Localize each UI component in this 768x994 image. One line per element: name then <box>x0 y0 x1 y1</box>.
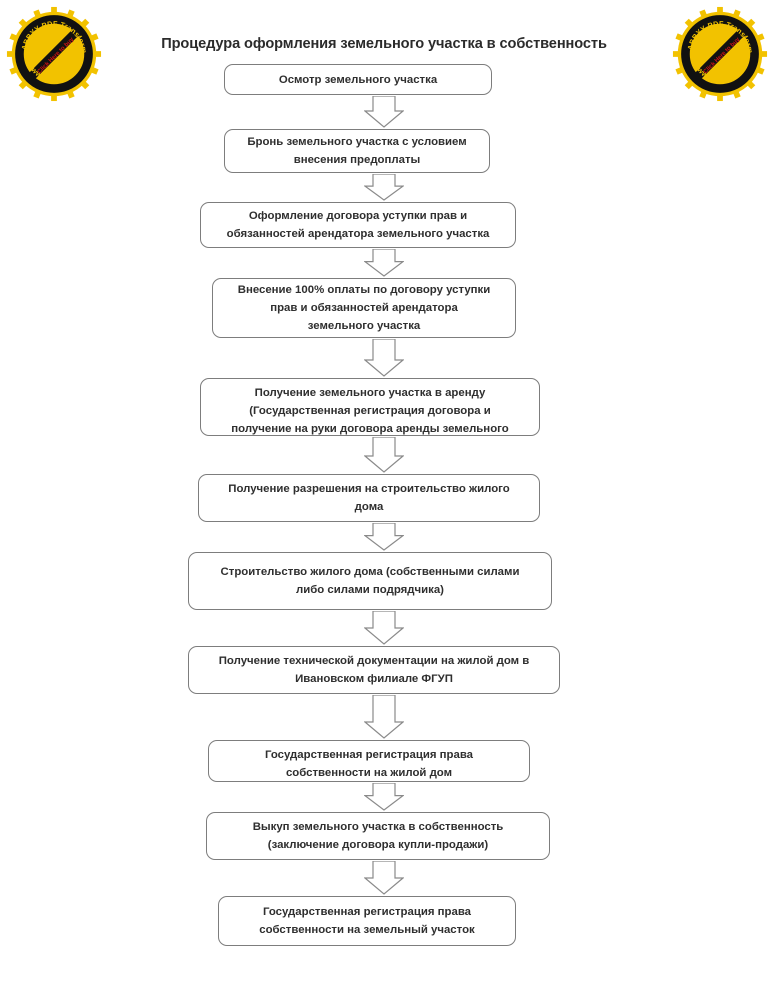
flow-node-label: Государственная регистрация права собств… <box>259 906 475 936</box>
flow-node-6: Получение разрешения на строительство жи… <box>198 474 540 522</box>
flow-node-11: Государственная регистрация права собств… <box>218 896 516 946</box>
flow-node-3: Оформление договора уступки прав и обяза… <box>200 202 516 248</box>
flow-node-2: Бронь земельного участка с условием внес… <box>224 129 490 173</box>
flow-arrow-6 <box>364 523 404 551</box>
page-title: Процедура оформления земельного участка … <box>161 36 607 52</box>
flow-node-label: Строительство жилого дома (собственными … <box>220 566 520 596</box>
flow-arrow-4 <box>364 339 404 377</box>
flow-node-label: Бронь земельного участка с условием внес… <box>247 136 467 166</box>
flow-node-label: Внесение 100% оплаты по договору уступки… <box>237 284 491 332</box>
flow-arrow-1 <box>364 96 404 128</box>
flow-node-9: Государственная регистрация права собств… <box>208 740 530 782</box>
flow-node-label: Получение разрешения на строительство жи… <box>228 483 510 513</box>
flow-node-8: Получение технической документации на жи… <box>188 646 560 694</box>
flow-node-4: Внесение 100% оплаты по договору уступки… <box>212 278 516 338</box>
flow-node-1: Осмотр земельного участка <box>224 64 492 95</box>
flow-node-7: Строительство жилого дома (собственными … <box>188 552 552 610</box>
flow-node-label: Осмотр земельного участка <box>278 73 438 86</box>
flow-arrow-3 <box>364 249 404 277</box>
flow-node-label: Оформление договора уступки прав и обяза… <box>226 210 490 240</box>
flow-node-10: Выкуп земельного участка в собственность… <box>206 812 550 860</box>
flow-node-label: Государственная регистрация права собств… <box>264 749 474 779</box>
flow-node-label: Выкуп земельного участка в собственность… <box>252 821 504 851</box>
flow-arrow-10 <box>364 861 404 895</box>
flow-node-5: Получение земельного участка в аренду (Г… <box>200 378 540 436</box>
flow-arrow-5 <box>364 437 404 473</box>
flow-arrow-9 <box>364 783 404 811</box>
flow-arrow-2 <box>364 174 404 201</box>
flow-arrow-7 <box>364 611 404 645</box>
flow-node-label: Получение технической документации на жи… <box>218 655 530 685</box>
flow-node-label: Получение земельного участка в аренду (Г… <box>231 387 509 435</box>
flow-arrow-8 <box>364 695 404 739</box>
